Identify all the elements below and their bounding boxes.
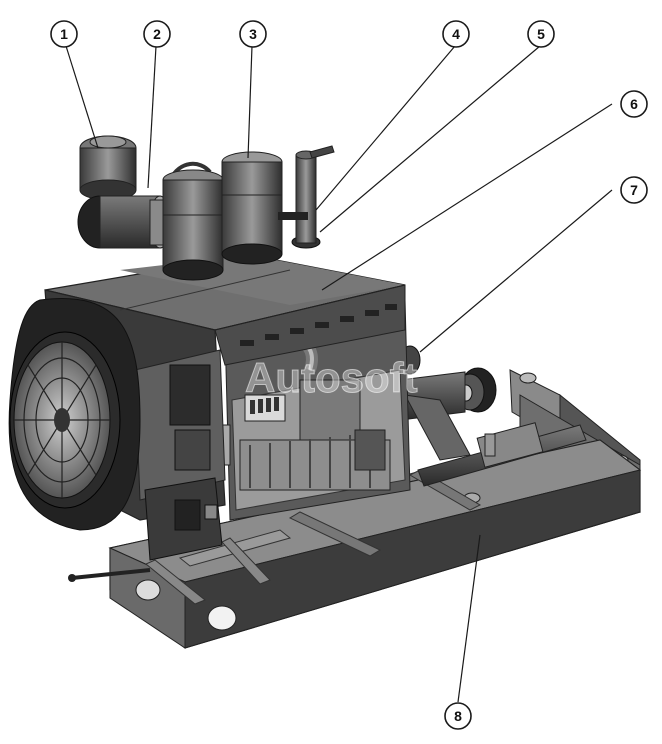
filter-canister-left xyxy=(162,169,224,281)
callout-1: 1 xyxy=(50,20,78,48)
callout-6-label: 6 xyxy=(630,96,638,112)
callout-7: 7 xyxy=(620,176,648,204)
drive-shaft-assembly xyxy=(399,345,587,487)
exhaust-stack xyxy=(278,145,335,249)
callout-3: 3 xyxy=(239,20,267,48)
callout-8: 8 xyxy=(444,702,472,730)
leader-3 xyxy=(247,45,253,159)
leader-2 xyxy=(147,45,157,189)
leader-4 xyxy=(315,45,456,211)
leader-8 xyxy=(457,534,481,703)
leader-6 xyxy=(321,103,613,291)
callout-8-label: 8 xyxy=(454,708,462,724)
frame-chassis xyxy=(68,369,642,649)
control-box xyxy=(144,477,223,561)
leader-7 xyxy=(419,189,613,353)
callout-4: 4 xyxy=(442,20,470,48)
filter-canister-right xyxy=(221,151,283,265)
callout-4-label: 4 xyxy=(452,26,460,42)
air-filter xyxy=(79,135,137,201)
leader-lines xyxy=(65,45,613,703)
callout-7-label: 7 xyxy=(630,182,638,198)
callout-2: 2 xyxy=(143,20,171,48)
callout-5-label: 5 xyxy=(537,26,545,42)
radiator-fan xyxy=(8,298,141,531)
callout-5: 5 xyxy=(527,20,555,48)
callout-6: 6 xyxy=(620,90,648,118)
callout-2-label: 2 xyxy=(153,26,161,42)
callout-1-label: 1 xyxy=(60,26,68,42)
callout-3-label: 3 xyxy=(249,26,257,42)
leader-5 xyxy=(319,45,541,233)
leader-1 xyxy=(65,45,99,149)
injector-rail xyxy=(250,397,279,414)
watermark: Autosoft xyxy=(245,354,418,401)
